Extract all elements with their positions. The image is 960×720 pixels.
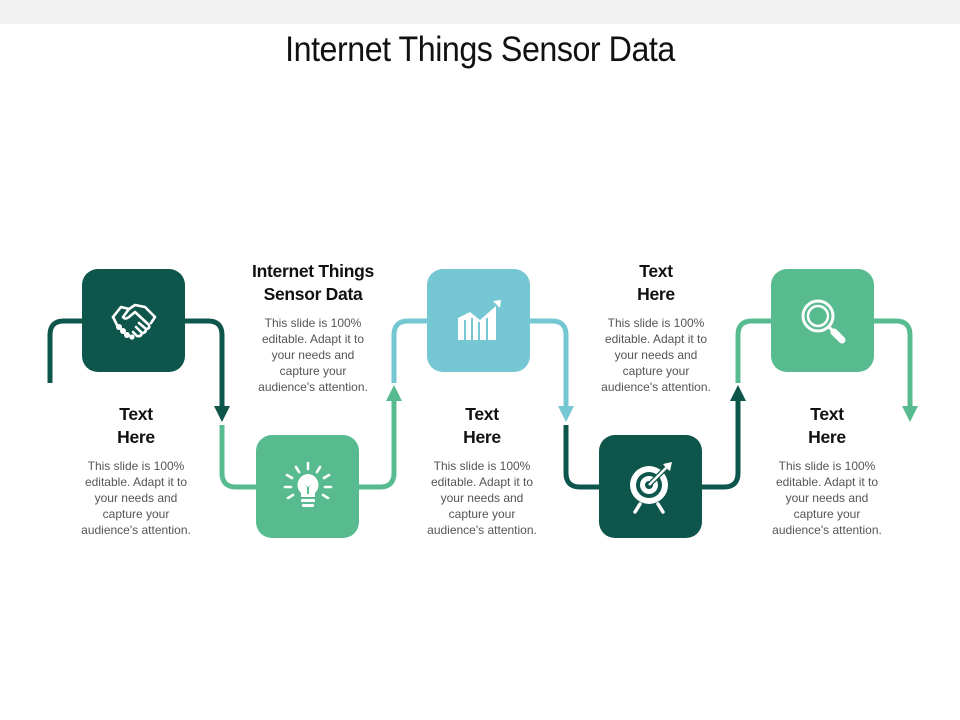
connector-2-3-up [356,398,397,490]
step-5-box [771,269,874,372]
connector-out [871,318,913,408]
step-4-box [599,435,702,538]
connector-4-5-up [700,398,741,490]
step-4-description: This slide is 100% editable. Adapt it to… [601,316,711,394]
arrow-up-icon [730,385,746,401]
step-1-box [82,269,185,372]
step-3-description: This slide is 100% editable. Adapt it to… [427,459,537,537]
step-5-description: This slide is 100% editable. Adapt it to… [772,459,882,537]
top-band [0,0,960,24]
step-5-text: Text Here This slide is 100% editable. A… [752,403,902,538]
step-3-heading: Text Here [463,404,501,447]
step-3-box [427,269,530,372]
handshake-icon [111,303,156,340]
magnifier-icon [801,299,845,343]
step-3-text: Text Here This slide is 100% editable. A… [407,403,557,538]
connector-2-3-top [391,318,429,383]
step-1-heading: Text Here [117,404,155,447]
lightbulb-icon [283,461,332,507]
connector-1-2-down [184,318,225,408]
step-2-description: This slide is 100% editable. Adapt it to… [258,316,368,394]
step-2-text: Internet Things Sensor Data This slide i… [232,260,394,395]
target-arrow-icon [629,461,672,514]
step-1-text: Text Here This slide is 100% editable. A… [61,403,211,538]
step-2-heading: Internet Things Sensor Data [252,261,374,304]
step-2-box [256,435,359,538]
connector-3-4-down [527,318,569,408]
bar-chart-growth-icon [456,299,501,340]
connector-lead-in [47,318,84,383]
slide-title: Internet Things Sensor Data [285,30,675,69]
arrow-down-icon [902,406,918,422]
step-5-heading: Text Here [808,404,846,447]
step-4-text: Text Here This slide is 100% editable. A… [581,260,731,395]
arrow-down-icon [558,406,574,422]
step-1-description: This slide is 100% editable. Adapt it to… [81,459,191,537]
connector-4-5-top [735,318,773,383]
step-4-heading: Text Here [637,261,675,304]
connector-1-2-bottom [219,425,258,490]
connector-3-4-bottom [563,425,601,490]
arrow-down-icon [214,406,230,422]
arrow-up-icon [386,385,402,401]
